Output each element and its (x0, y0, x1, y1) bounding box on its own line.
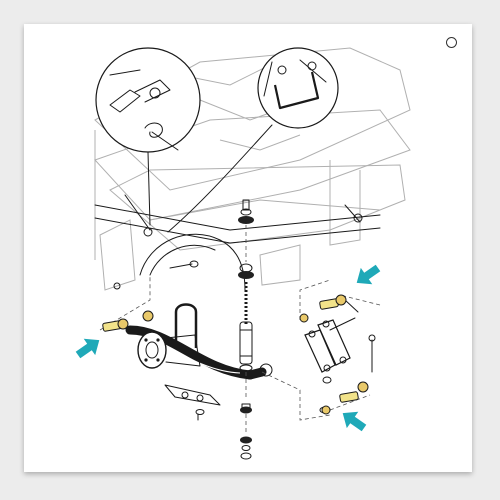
lower-hardware (195, 372, 252, 460)
u-bolt (174, 303, 198, 348)
hanging-hole (446, 37, 457, 48)
axle-hub (137, 331, 201, 369)
frame-rail (94, 194, 381, 244)
detail-callout-left (95, 47, 201, 226)
callout-arrow-icon (356, 264, 381, 285)
spring-plate (164, 384, 221, 406)
spring-shackle (304, 317, 356, 414)
detail-callout-right (167, 47, 339, 233)
chassis-frame (94, 47, 411, 291)
callout-arrow-icon (342, 411, 367, 432)
loose-bolts (113, 260, 376, 373)
callout-arrow-icon (75, 338, 100, 359)
bushing-right-upper (299, 294, 347, 323)
shock-absorber (238, 199, 254, 372)
alignment-lines (99, 275, 381, 421)
bushing-left (102, 310, 154, 332)
leaf-spring (125, 325, 273, 380)
wheel-arch (139, 233, 246, 291)
bushing-right-lower (321, 381, 369, 415)
